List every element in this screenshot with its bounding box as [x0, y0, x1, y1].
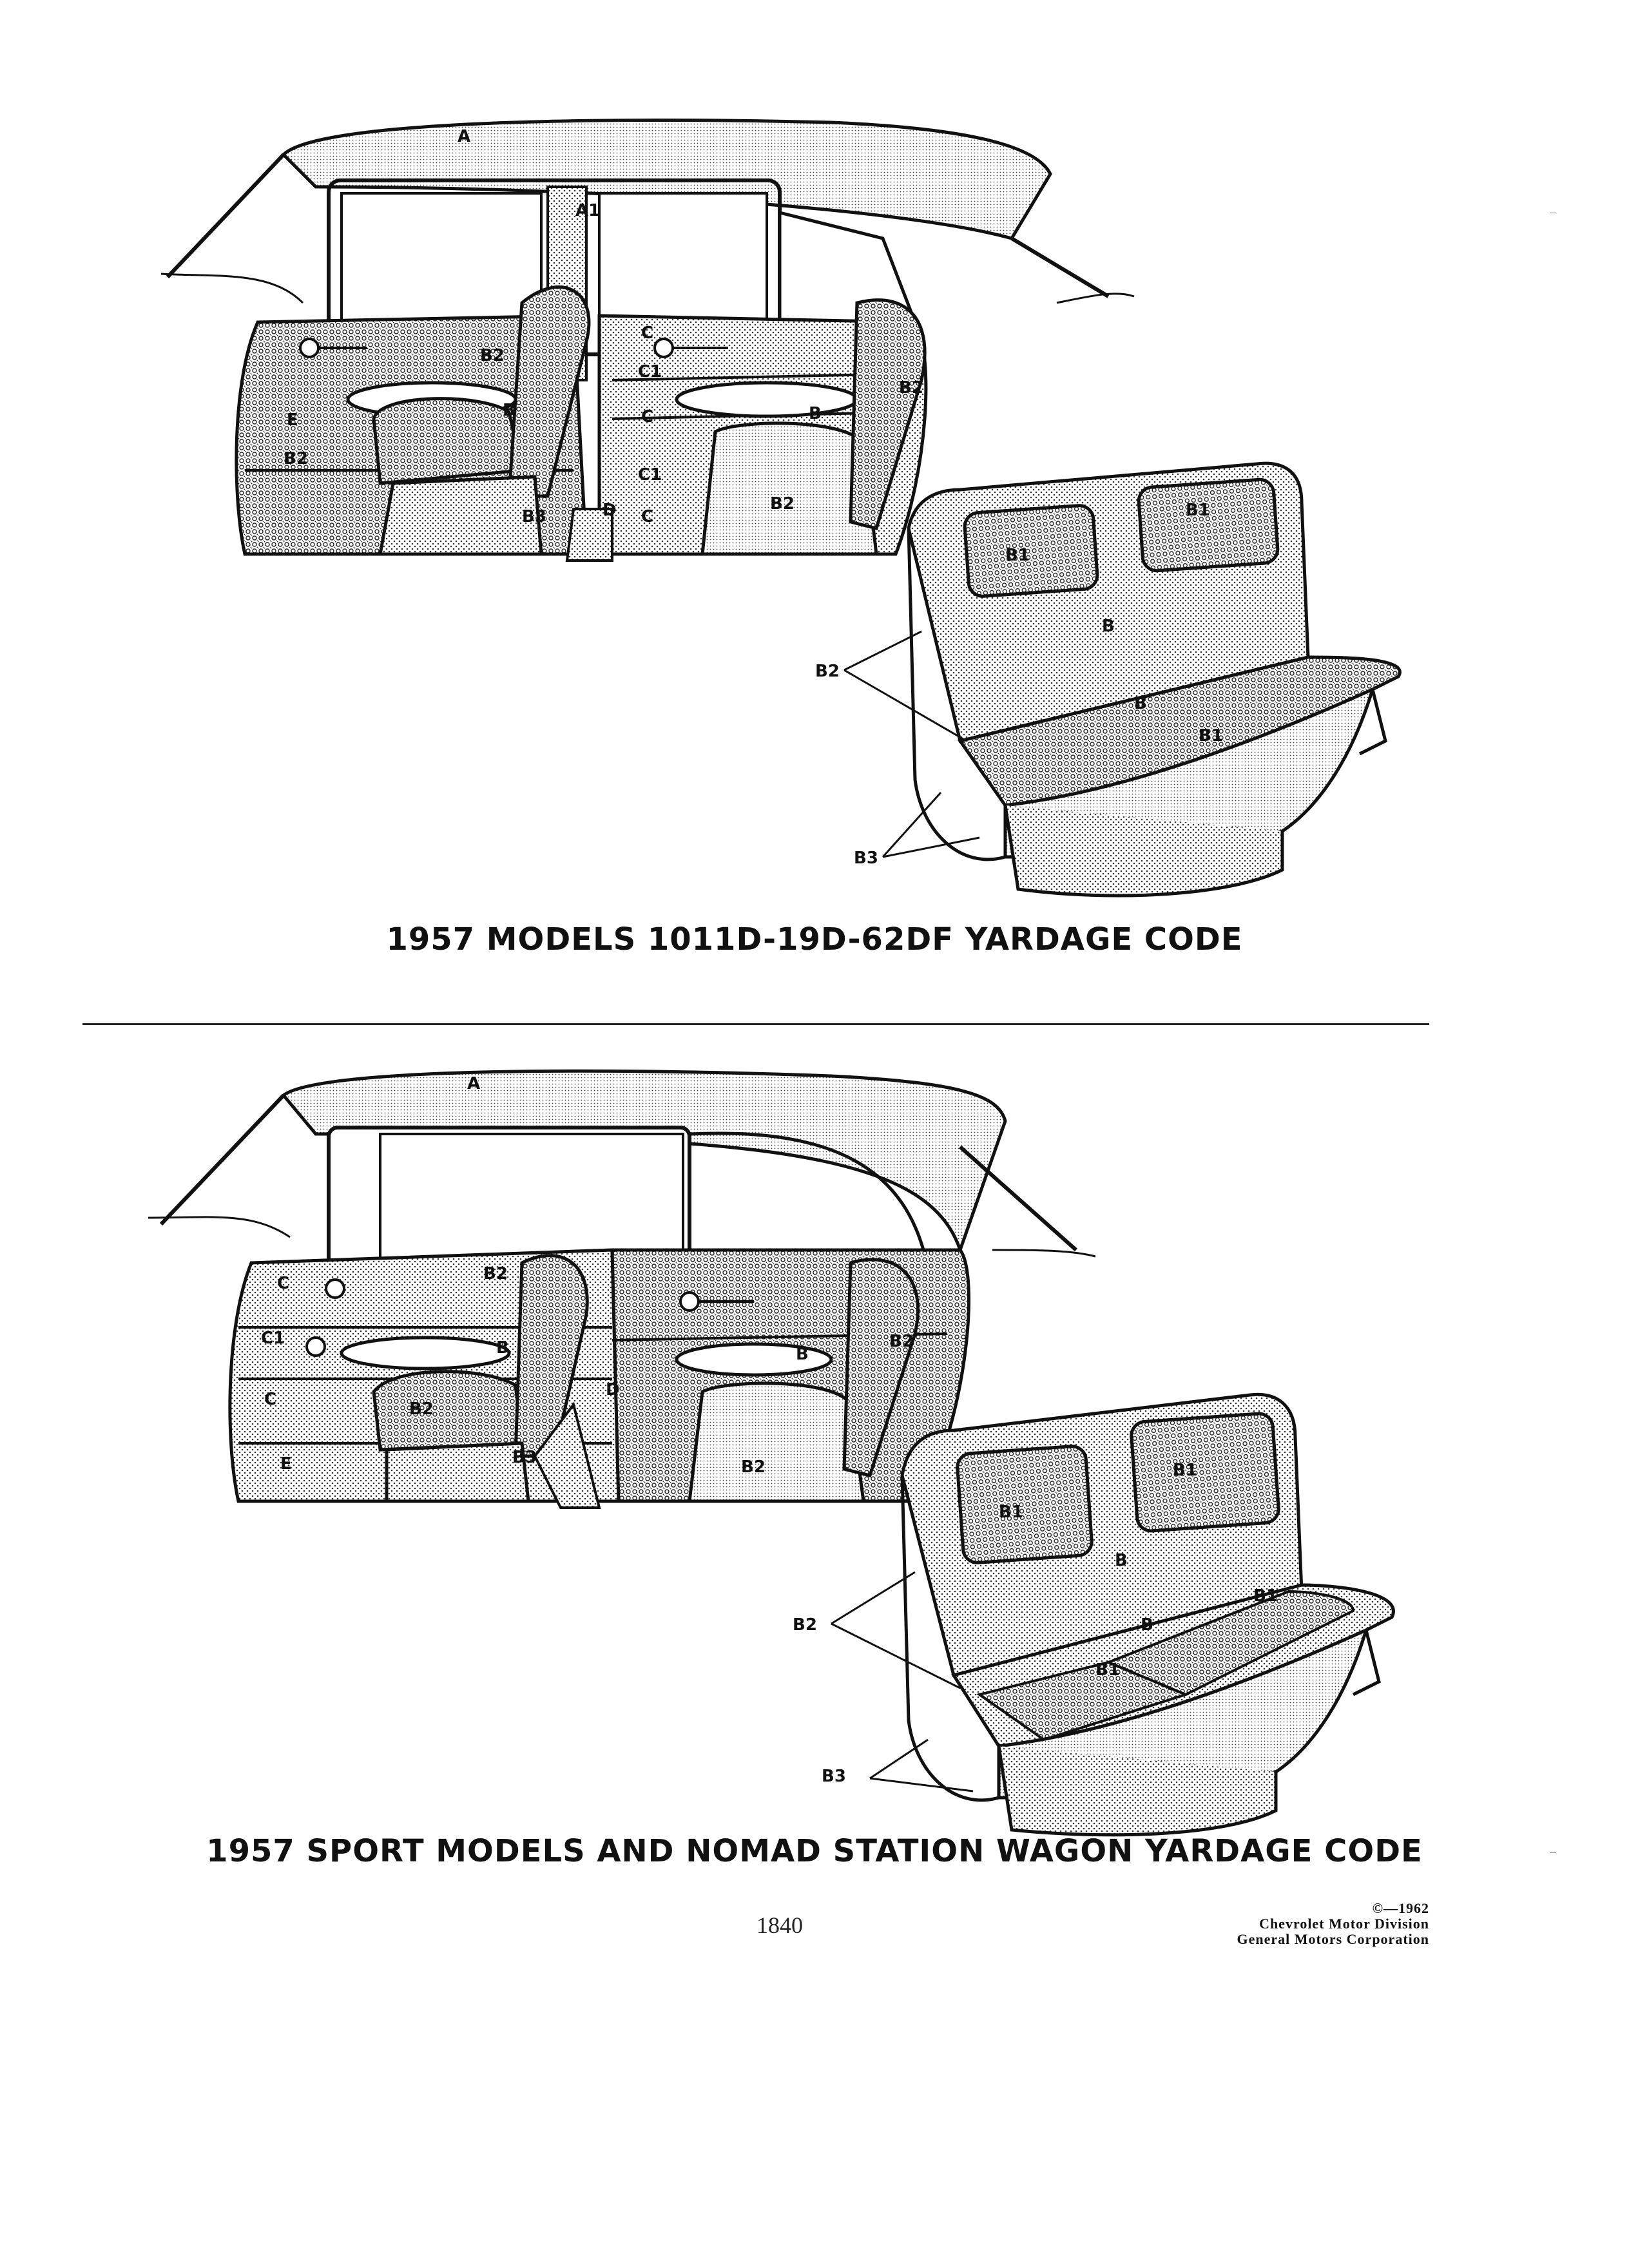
bottom-bench-seat-illustration: B1 B1 B B1 B B1 B2 B3	[773, 1379, 1418, 1843]
label-B: B	[503, 401, 516, 420]
label-B1: B1	[1005, 546, 1030, 565]
bottom-caption: 1957 SPORT MODELS AND NOMAD STATION WAGO…	[206, 1833, 1423, 1869]
label-C: C	[264, 1390, 276, 1409]
copyright-credit: ©—1962 Chevrolet Motor Division General …	[1237, 1901, 1430, 1947]
label-C1: C1	[638, 362, 662, 381]
label-C: C	[641, 507, 653, 526]
label-B3: B3	[822, 1767, 846, 1786]
label-A: A	[458, 127, 470, 146]
label-B1: B1	[1253, 1586, 1278, 1606]
label-C: C	[277, 1274, 289, 1293]
label-C1: C1	[261, 1329, 285, 1348]
credit-line-corporation: General Motors Corporation	[1237, 1931, 1429, 1947]
label-B1: B1	[1199, 726, 1223, 745]
label-B2: B2	[483, 1264, 508, 1283]
credit-line-division: Chevrolet Motor Division	[1259, 1916, 1429, 1932]
top-caption: 1957 MODELS 1011D-19D-62DF YARDAGE CODE	[386, 921, 1243, 957]
label-E: E	[280, 1454, 292, 1474]
label-B2: B2	[409, 1399, 434, 1419]
section-divider	[82, 1023, 1429, 1025]
label-B3: B3	[512, 1448, 537, 1467]
label-C: C	[641, 323, 653, 343]
label-B2: B2	[793, 1615, 817, 1635]
label-E: E	[287, 410, 298, 430]
label-B2: B2	[284, 449, 308, 468]
top-bench-seat-illustration: B1 B1 B B B1 B2 B3	[793, 445, 1437, 908]
label-B2: B2	[899, 378, 923, 398]
label-B2: B2	[889, 1332, 914, 1351]
label-B: B	[1134, 694, 1147, 713]
label-B: B	[1141, 1615, 1153, 1635]
label-B: B	[809, 404, 822, 423]
label-B2: B2	[480, 346, 505, 365]
label-A1: A1	[575, 201, 600, 220]
label-B2: B2	[815, 662, 840, 681]
label-B1: B1	[1186, 501, 1210, 520]
label-D: D	[606, 1380, 620, 1399]
label-D: D	[602, 501, 617, 520]
label-B: B	[1102, 617, 1115, 636]
page-number: 1840	[757, 1912, 803, 1938]
label-B1: B1	[1095, 1660, 1120, 1680]
copyright-year: ©—1962	[1372, 1900, 1429, 1916]
label-B: B	[1115, 1551, 1128, 1570]
top-interior-illustration: A A1 B2 C C1 C B B B2 B2 C1 B3 D C B2 E	[122, 110, 1141, 573]
margin-tick	[1550, 1852, 1556, 1853]
label-C1: C1	[638, 465, 662, 485]
label-B3: B3	[854, 849, 878, 868]
front-seat	[372, 397, 525, 485]
label-B: B	[796, 1345, 809, 1364]
label-B: B	[496, 1338, 509, 1358]
label-B1: B1	[999, 1503, 1023, 1522]
label-B1: B1	[1173, 1461, 1197, 1480]
label-C: C	[641, 407, 653, 427]
label-A: A	[467, 1074, 480, 1093]
label-B2: B2	[770, 494, 795, 514]
label-B2: B2	[741, 1457, 766, 1477]
label-B3: B3	[522, 507, 546, 526]
bottom-interior-illustration: A B2 C C1 B B B2 C B2 D B3 E B2	[122, 1057, 1141, 1521]
